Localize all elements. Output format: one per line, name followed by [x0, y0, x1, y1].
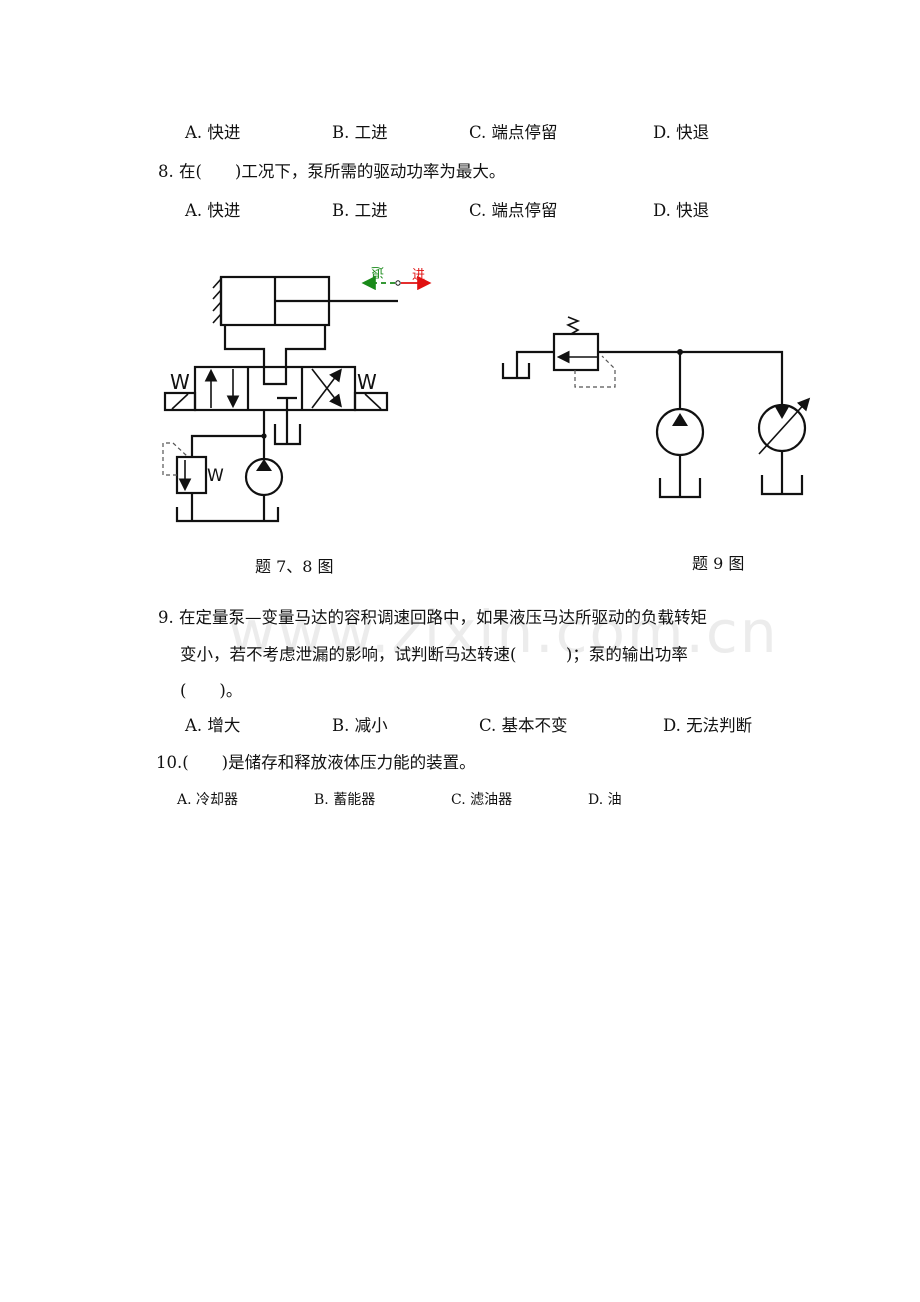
q8-option-b: B. 工进 [332, 201, 388, 221]
option-letter: C. [451, 792, 466, 808]
option-letter: C. [469, 123, 487, 142]
figure-caption-right: 题 9 图 [692, 554, 745, 573]
q9-option-d: D. 无法判断 [663, 716, 752, 736]
question-number: 8. [158, 162, 174, 181]
q10-stem: 10.( )是储存和释放液体压力能的装置。 [156, 753, 476, 773]
q10-option-a: A. 冷却器 [177, 790, 238, 810]
option-letter: C. [469, 201, 487, 220]
q9-stem-line1: 9. 在定量泵—变量马达的容积调速回路中，如果液压马达所驱动的负载转矩 [158, 608, 707, 628]
hydraulic-diagrams: 退 进 W W [162, 264, 811, 523]
q9-option-c: C. 基本不变 [479, 716, 568, 736]
q7-option-b: B. 工进 [332, 123, 388, 143]
retreat-label: 退 [371, 264, 384, 279]
q8-option-c: C. 端点停留 [469, 201, 558, 221]
option-text: 快退 [676, 201, 710, 220]
option-text: 工进 [354, 123, 388, 142]
fixed-pump-icon [655, 407, 705, 499]
tank-icon [175, 507, 280, 523]
option-letter: B. [332, 201, 350, 220]
option-letter: B. [314, 792, 329, 808]
q8-option-a: A. 快进 [185, 201, 240, 221]
question-text: ( )是储存和释放液体压力能的装置。 [182, 753, 476, 772]
q9-option-a: A. 增大 [185, 716, 240, 736]
option-text: 减小 [354, 716, 388, 735]
q10-option-b: B. 蓄能器 [314, 790, 375, 810]
tank-icon [273, 410, 302, 446]
q8-stem: 8. 在( )工况下，泵所需的驱动功率为最大。 [158, 162, 505, 182]
spring-label: W [357, 370, 377, 394]
direction-indicator: 退 进 [361, 264, 432, 291]
option-text: 冷却器 [196, 792, 239, 808]
solenoid-right-icon: W [353, 370, 389, 412]
q7-option-d: D. 快退 [653, 123, 709, 143]
option-letter: D. [653, 123, 671, 142]
option-text: 端点停留 [491, 201, 558, 220]
option-text: 增大 [207, 716, 241, 735]
option-letter: C. [479, 716, 497, 735]
fixed-wall-icon [212, 277, 223, 325]
option-text: 快进 [207, 123, 241, 142]
q8-option-d: D. 快退 [653, 201, 709, 221]
option-letter: D. [588, 792, 604, 808]
variable-motor-icon [757, 397, 811, 496]
q9-stem-line3: ( )。 [180, 681, 243, 700]
q10-option-c: C. 滤油器 [451, 790, 512, 810]
q7-option-a: A. 快进 [185, 123, 240, 143]
option-letter: A. [185, 123, 203, 142]
q7-option-c: C. 端点停留 [469, 123, 558, 143]
option-text: 基本不变 [501, 716, 568, 735]
option-text: 端点停留 [491, 123, 558, 142]
question-number: 10. [156, 753, 183, 772]
hydraulic-cylinder-icon [219, 275, 398, 327]
figure-caption-left: 题 7、8 图 [255, 557, 334, 576]
question-text: 在定量泵—变量马达的容积调速回路中，如果液压马达所驱动的负载转矩 [179, 608, 707, 627]
diagram-q9 [501, 316, 811, 499]
solenoid-left-icon: W [163, 370, 197, 412]
option-text: 蓄能器 [333, 792, 376, 808]
option-text: 快退 [676, 123, 710, 142]
q9-option-b: B. 减小 [332, 716, 388, 736]
advance-label: 进 [412, 268, 425, 283]
option-letter: B. [332, 716, 350, 735]
spring-label: W [170, 370, 190, 394]
option-letter: A. [185, 716, 203, 735]
fixed-pump-icon [244, 457, 284, 521]
tank-icon [501, 350, 554, 380]
option-text: 无法判断 [686, 716, 753, 735]
option-text: 快进 [207, 201, 241, 220]
option-letter: B. [332, 123, 350, 142]
diagram-q7-8: 退 进 W W [162, 264, 432, 523]
option-letter: A. [185, 201, 203, 220]
option-text: 滤油器 [470, 792, 513, 808]
directional-valve-icon [193, 365, 357, 412]
relief-valve-icon: W [162, 442, 224, 521]
option-letter: A. [177, 792, 192, 808]
q10-option-d: D. 油 [588, 790, 622, 810]
option-letter: D. [653, 201, 671, 220]
spring-label: W [207, 466, 224, 486]
q9-stem-line2: 变小，若不考虑泄漏的影响，试判断马达转速( )；泵的输出功率 [180, 645, 688, 664]
option-text: 油 [607, 792, 622, 808]
option-text: 工进 [354, 201, 388, 220]
option-letter: D. [663, 716, 681, 735]
question-number: 9. [158, 608, 174, 627]
question-text: 在( )工况下，泵所需的驱动功率为最大。 [179, 162, 506, 181]
